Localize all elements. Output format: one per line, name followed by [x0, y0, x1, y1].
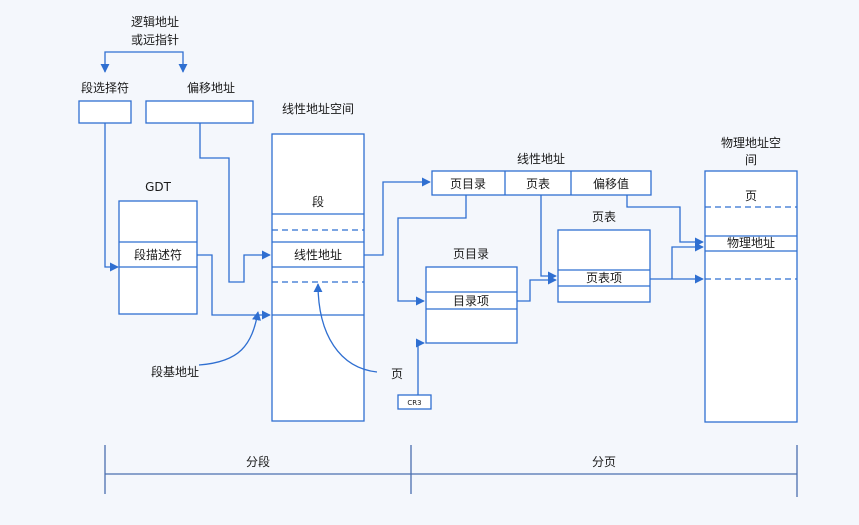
field-table-label: 页表 [526, 177, 550, 191]
page-table [557, 229, 651, 303]
directory-entry-label: 目录项 [453, 294, 489, 308]
physical-space-label-line1: 物理地址空 [721, 136, 781, 150]
physical-space-label-line2: 间 [745, 153, 757, 167]
linear-space-label: 线性地址空间 [282, 102, 354, 116]
page-table-label: 页表 [592, 210, 616, 224]
physical-space-column [704, 170, 798, 423]
page-directory-label: 页目录 [453, 247, 489, 261]
field-directory-label: 页目录 [450, 177, 486, 191]
segment-label: 段 [312, 194, 324, 209]
gdt-table [118, 200, 198, 315]
segment-selector-box [78, 100, 132, 124]
page-in-physical-label: 页 [745, 189, 757, 203]
table-entry-label: 页表项 [586, 271, 622, 285]
offset-to-physical-arrow [626, 195, 704, 247]
cr3-to-directory-arrow [415, 338, 425, 395]
offset-address-box [145, 100, 254, 124]
paging-label: 分页 [592, 455, 616, 469]
linear-address-title: 线性地址 [517, 152, 565, 166]
cr3-label: CR3 [407, 399, 421, 407]
linear-address-fields [431, 170, 652, 196]
table-field-arrow [540, 195, 557, 281]
field-offset-label: 偏移值 [593, 176, 629, 191]
cr3-register [397, 394, 432, 410]
logical-address-label: 逻辑地址 [131, 15, 179, 29]
segment-base-pointer [198, 311, 262, 366]
page-in-linear-label: 页 [391, 367, 403, 381]
segmentation-label: 分段 [246, 454, 270, 469]
selector-to-descriptor-arrow [104, 123, 119, 272]
offset-address-label: 偏移地址 [187, 80, 235, 95]
descriptor-to-base-arrow [197, 254, 271, 320]
logical-split-arrow [100, 51, 188, 73]
segment-selector-label: 段选择符 [81, 80, 129, 95]
page-pointer-linear [313, 283, 378, 373]
page-directory-table [425, 266, 518, 344]
linear-address-in-space-label: 线性地址 [294, 248, 342, 262]
directory-field-arrow [397, 195, 467, 306]
segment-base-label: 段基地址 [151, 364, 199, 379]
far-pointer-label: 或远指针 [131, 32, 179, 47]
linear-space-column [271, 133, 365, 422]
offset-to-linear-arrow [199, 123, 271, 283]
directory-to-table-arrow [517, 275, 557, 302]
linear-to-fields-arrow [364, 177, 431, 256]
table-to-physical-arrow [671, 242, 704, 279]
gdt-label: GDT [145, 180, 172, 194]
segment-descriptor-label: 段描述符 [134, 247, 182, 262]
physical-address-label: 物理地址 [727, 236, 775, 250]
